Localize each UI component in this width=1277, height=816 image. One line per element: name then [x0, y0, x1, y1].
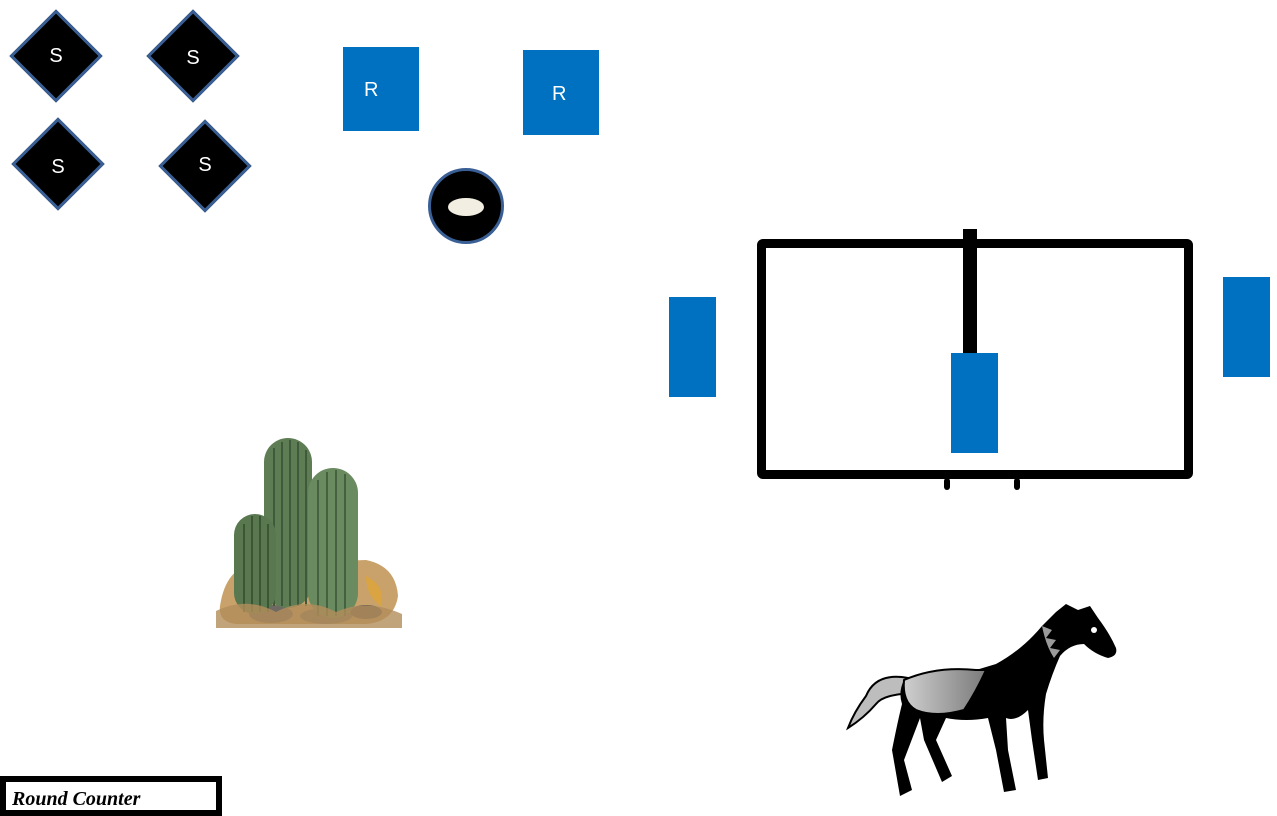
station-s-4-label: S	[198, 154, 212, 176]
marker-r-1: R	[343, 47, 419, 131]
station-s-1-label: S	[49, 45, 63, 67]
round-counter-label: Round Counter	[12, 788, 141, 810]
barrel-icon	[428, 168, 504, 244]
cactus-icon	[216, 438, 402, 628]
arena-foot-right	[1014, 478, 1020, 490]
round-counter-box: Round Counter	[0, 776, 222, 816]
marker-r-2-label: R	[552, 83, 567, 105]
arena-gate-post	[963, 229, 977, 359]
horse-icon	[846, 604, 1117, 796]
marker-inside-arena	[951, 353, 998, 453]
barrel-center	[448, 198, 484, 216]
marker-right-of-arena	[1223, 277, 1270, 377]
station-s-2-label: S	[186, 47, 200, 69]
marker-left-of-arena	[669, 297, 716, 397]
marker-r-1-label: R	[364, 79, 379, 101]
station-s-3-label: S	[51, 156, 65, 178]
arena-foot-left	[944, 478, 950, 490]
marker-r-2: R	[523, 50, 599, 135]
